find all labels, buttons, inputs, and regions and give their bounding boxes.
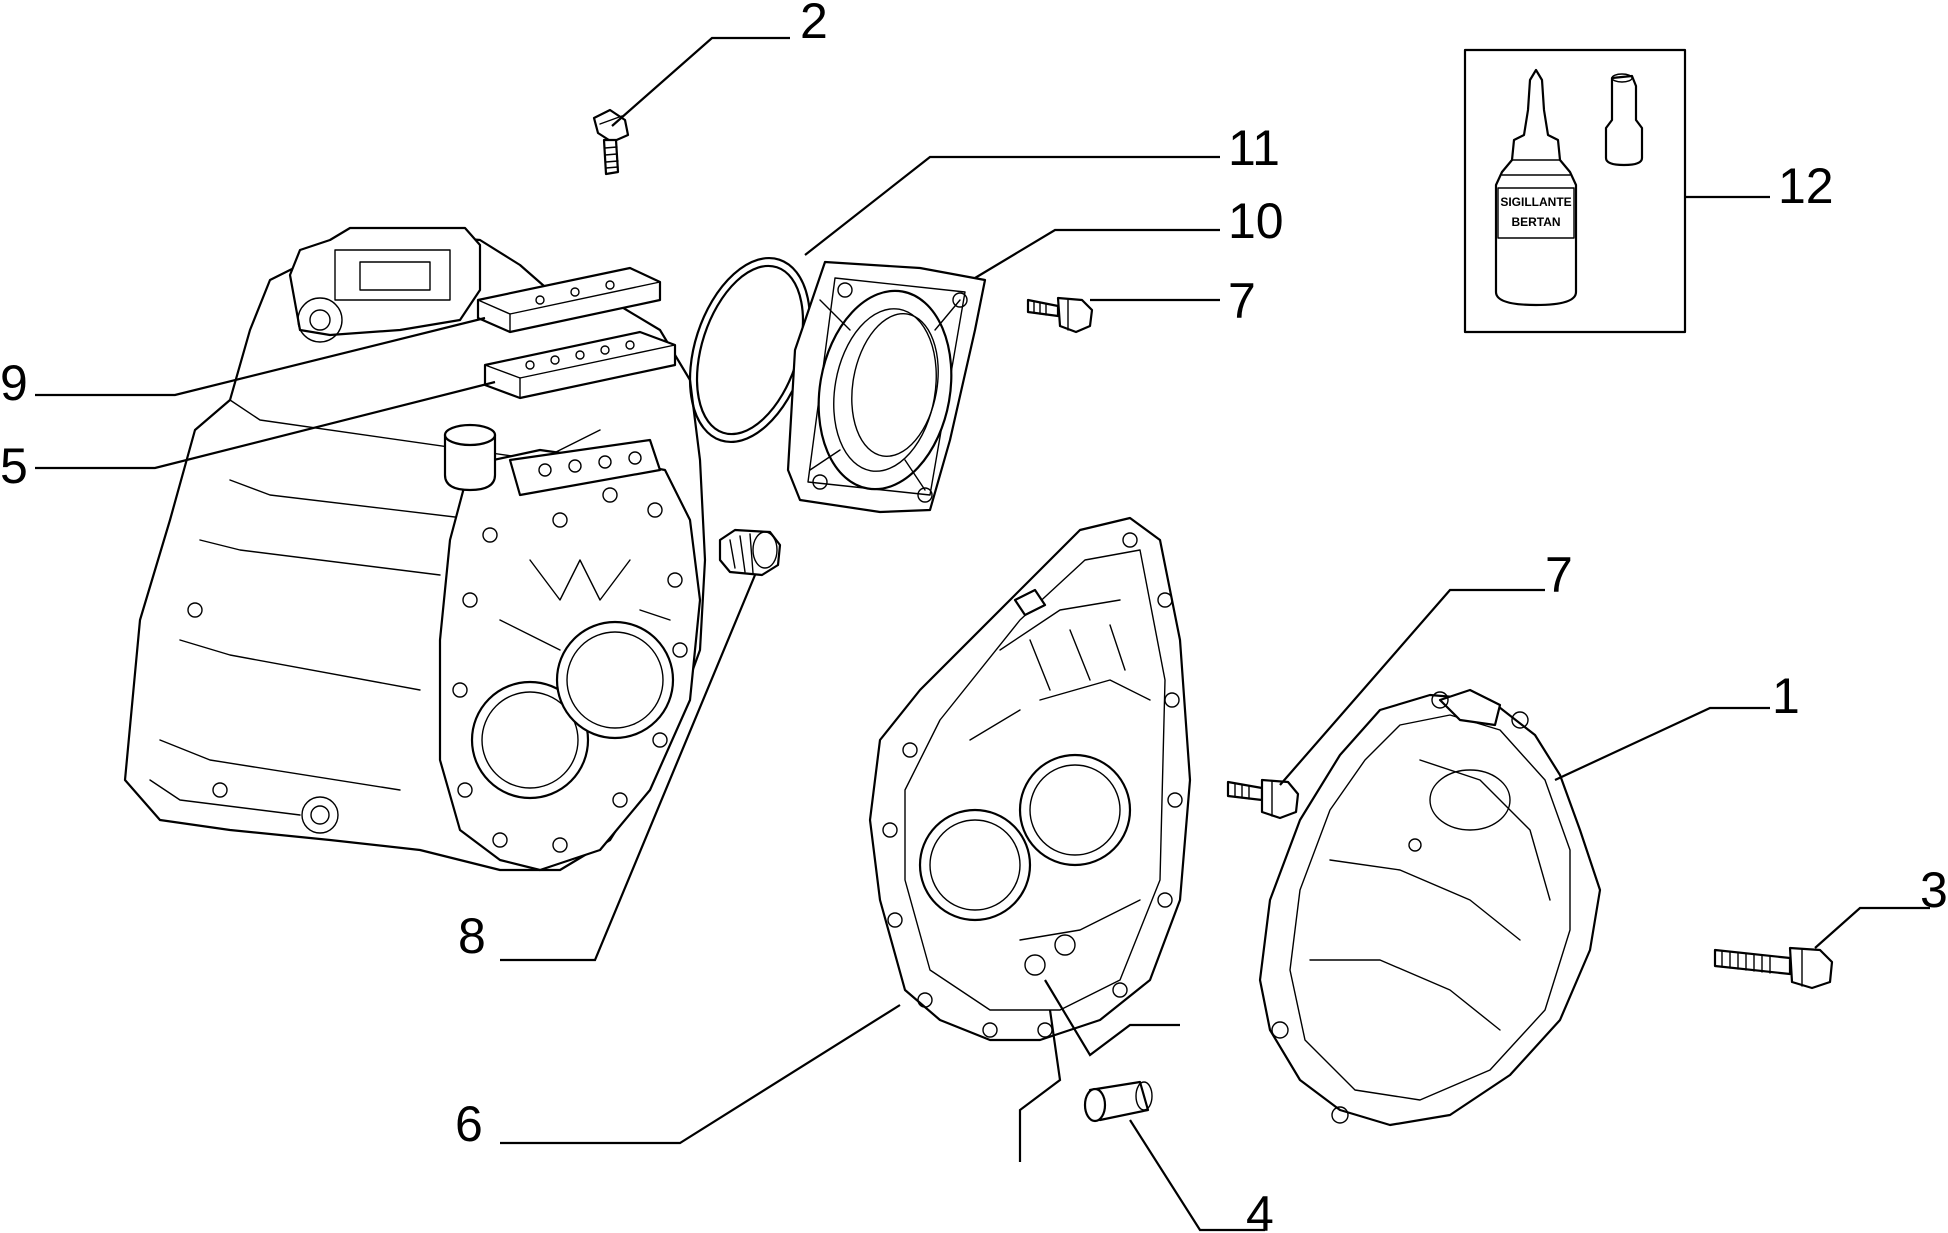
gearbox-housing — [123, 226, 707, 872]
leader-6 — [500, 1004, 901, 1145]
leader-pointer-upper — [1044, 979, 1180, 1057]
part-7-bolt-upper — [1026, 296, 1094, 334]
leader-10 — [974, 228, 1220, 279]
leader-1 — [1554, 706, 1770, 781]
callout-1: 1 — [1772, 668, 1800, 724]
callout-7-upper: 7 — [1228, 273, 1256, 329]
leader-pointer-lower — [1018, 1009, 1062, 1162]
leader-7b — [1279, 588, 1545, 786]
part-6-intermediate-plate — [868, 516, 1192, 1042]
callout-12: 12 — [1778, 158, 1834, 214]
callout-9: 9 — [0, 355, 28, 411]
leader-9 — [35, 316, 486, 397]
callout-8: 8 — [458, 908, 486, 964]
leader-8 — [500, 574, 757, 962]
leader-5 — [35, 380, 496, 470]
callout-6: 6 — [455, 1096, 483, 1152]
callout-11: 11 — [1228, 120, 1280, 176]
part-2-screw — [592, 108, 630, 176]
callout-7-middle: 7 — [1545, 547, 1573, 603]
callout-4: 4 — [1246, 1186, 1274, 1233]
leader-11 — [804, 155, 1220, 256]
bottle-label-line2: BERTAN — [1511, 215, 1560, 229]
part-3-bolt — [1713, 946, 1834, 990]
part-1-rear-cover — [1258, 688, 1602, 1127]
leader-3 — [1814, 906, 1930, 949]
part-7-bolt-middle — [1226, 778, 1300, 820]
part-10-flange — [786, 260, 987, 514]
part-4-dowel-sleeve — [1083, 1080, 1153, 1123]
bottle-label-line1: SIGILLANTE — [1500, 195, 1571, 209]
callout-3: 3 — [1920, 862, 1948, 918]
part-8-plug — [718, 528, 782, 577]
callout-2: 2 — [800, 0, 828, 49]
leader-2 — [611, 36, 790, 127]
part-12-sealant-kit: SIGILLANTE BERTAN — [1463, 48, 1687, 334]
part-9-gasket-plate — [476, 266, 662, 334]
callout-10: 10 — [1228, 193, 1284, 249]
leader-4 — [1129, 1119, 1265, 1232]
callout-5: 5 — [0, 438, 28, 494]
leader-lines — [35, 36, 1930, 1232]
